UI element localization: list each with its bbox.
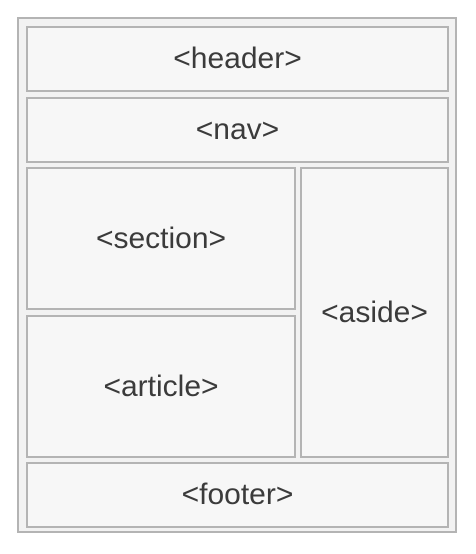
header-label: <header> xyxy=(173,42,302,75)
aside-block: <aside> xyxy=(300,167,449,458)
nav-block: <nav> xyxy=(26,97,449,163)
header-block: <header> xyxy=(26,26,449,92)
section-label: <section> xyxy=(95,221,227,255)
aside-label: <aside> xyxy=(321,295,428,329)
footer-label: <footer> xyxy=(181,478,294,511)
article-label: <article> xyxy=(103,369,219,403)
article-block: <article> xyxy=(26,315,296,458)
nav-label: <nav> xyxy=(195,113,280,146)
section-block: <section> xyxy=(26,167,296,310)
footer-block: <footer> xyxy=(26,462,449,528)
